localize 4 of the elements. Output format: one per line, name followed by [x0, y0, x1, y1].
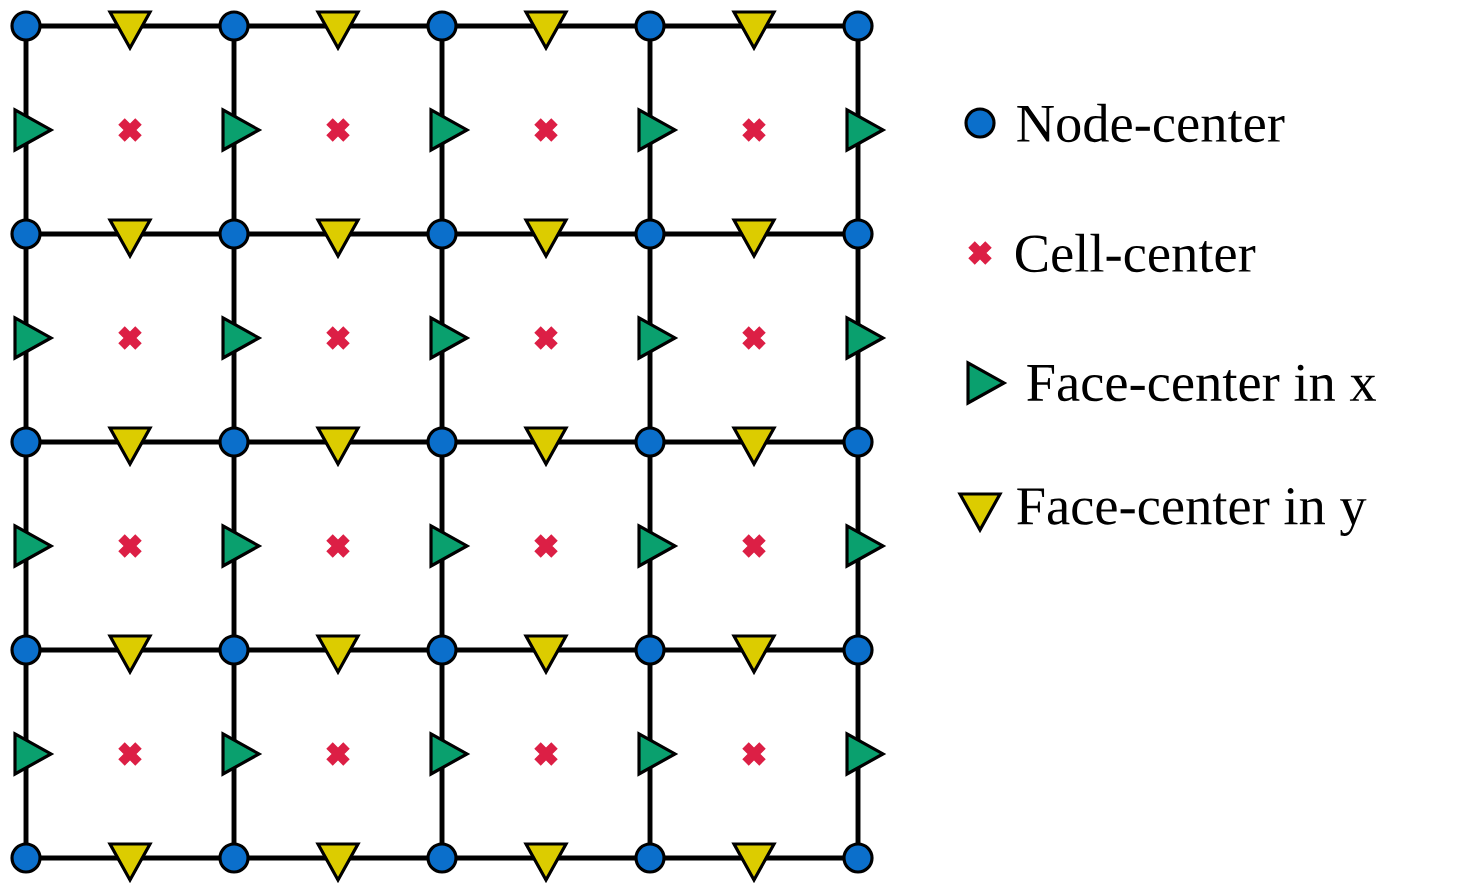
- legend-label: Cell-center: [1016, 233, 1256, 273]
- legend-label: Node-center: [1017, 103, 1285, 143]
- legend-label: Face-center in x: [1027, 364, 1376, 402]
- legend-label: Face-center in y: [1017, 488, 1367, 536]
